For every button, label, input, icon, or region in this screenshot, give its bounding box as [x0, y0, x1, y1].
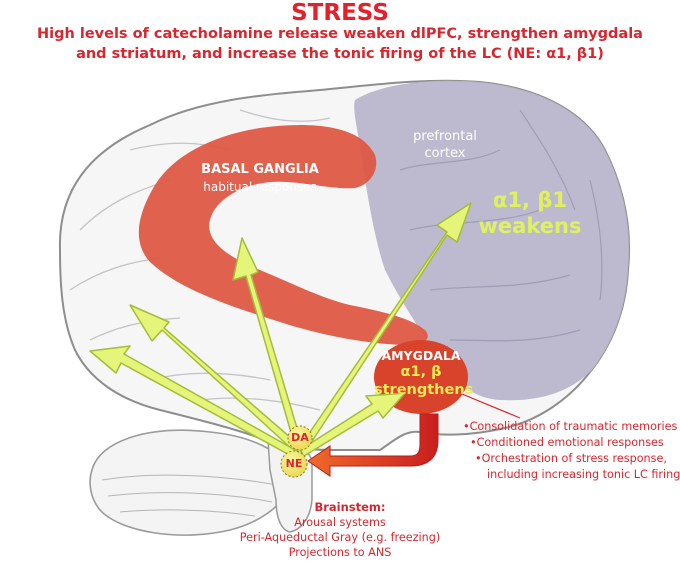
amygdala-label: AMYGDALA: [381, 348, 461, 363]
brainstem-item: Peri-Aqueductal Gray (e.g. freezing): [239, 531, 441, 544]
output-item: •Consolidation of traumatic memories: [463, 420, 678, 433]
basal-ganglia-sublabel: habitual responses: [203, 180, 317, 194]
projection-arrows: [89, 202, 472, 459]
basal-ganglia-region: [138, 125, 428, 345]
brainstem-item: Projections to ANS: [288, 546, 392, 559]
prefrontal-label-line-1: prefrontal: [413, 129, 477, 144]
prefrontal-effect: weakens: [478, 214, 582, 238]
amygdala-effect: strengthens: [374, 382, 474, 398]
arrow-to-basal-ganglia: [232, 237, 304, 451]
output-item: •Orchestration of stress response,: [475, 452, 667, 465]
brainstem-title: Brainstem:: [314, 500, 386, 514]
subtitle-line-2: and striatum, and increase the tonic fir…: [76, 46, 604, 62]
output-item: •Conditioned emotional responses: [470, 436, 664, 449]
arrow-to-parietal: [129, 304, 300, 452]
brainstem-item: Arousal systems: [294, 516, 386, 529]
output-item: including increasing tonic LC firing: [487, 468, 680, 481]
arrow-to-amygdala: [299, 392, 406, 457]
subtitle-line-1: High levels of catecholamine release wea…: [37, 26, 643, 42]
prefrontal-region: [354, 80, 630, 401]
diagram-title: STRESS: [291, 0, 389, 26]
prefrontal-receptors: α1, β1: [493, 188, 567, 212]
da-node: [287, 425, 313, 451]
ne-label: NE: [285, 457, 303, 470]
arrow-to-frontal-lobe: [296, 202, 472, 456]
amygdala-receptors: α1, β: [400, 364, 442, 380]
amygdala-to-lc-arrow: [307, 413, 439, 477]
basal-ganglia-label: BASAL GANGLIA: [201, 162, 319, 177]
arrow-to-temporal: [89, 345, 298, 459]
prefrontal-label-line-2: cortex: [424, 146, 466, 161]
da-label: DA: [291, 431, 309, 444]
ne-node: [280, 450, 308, 478]
